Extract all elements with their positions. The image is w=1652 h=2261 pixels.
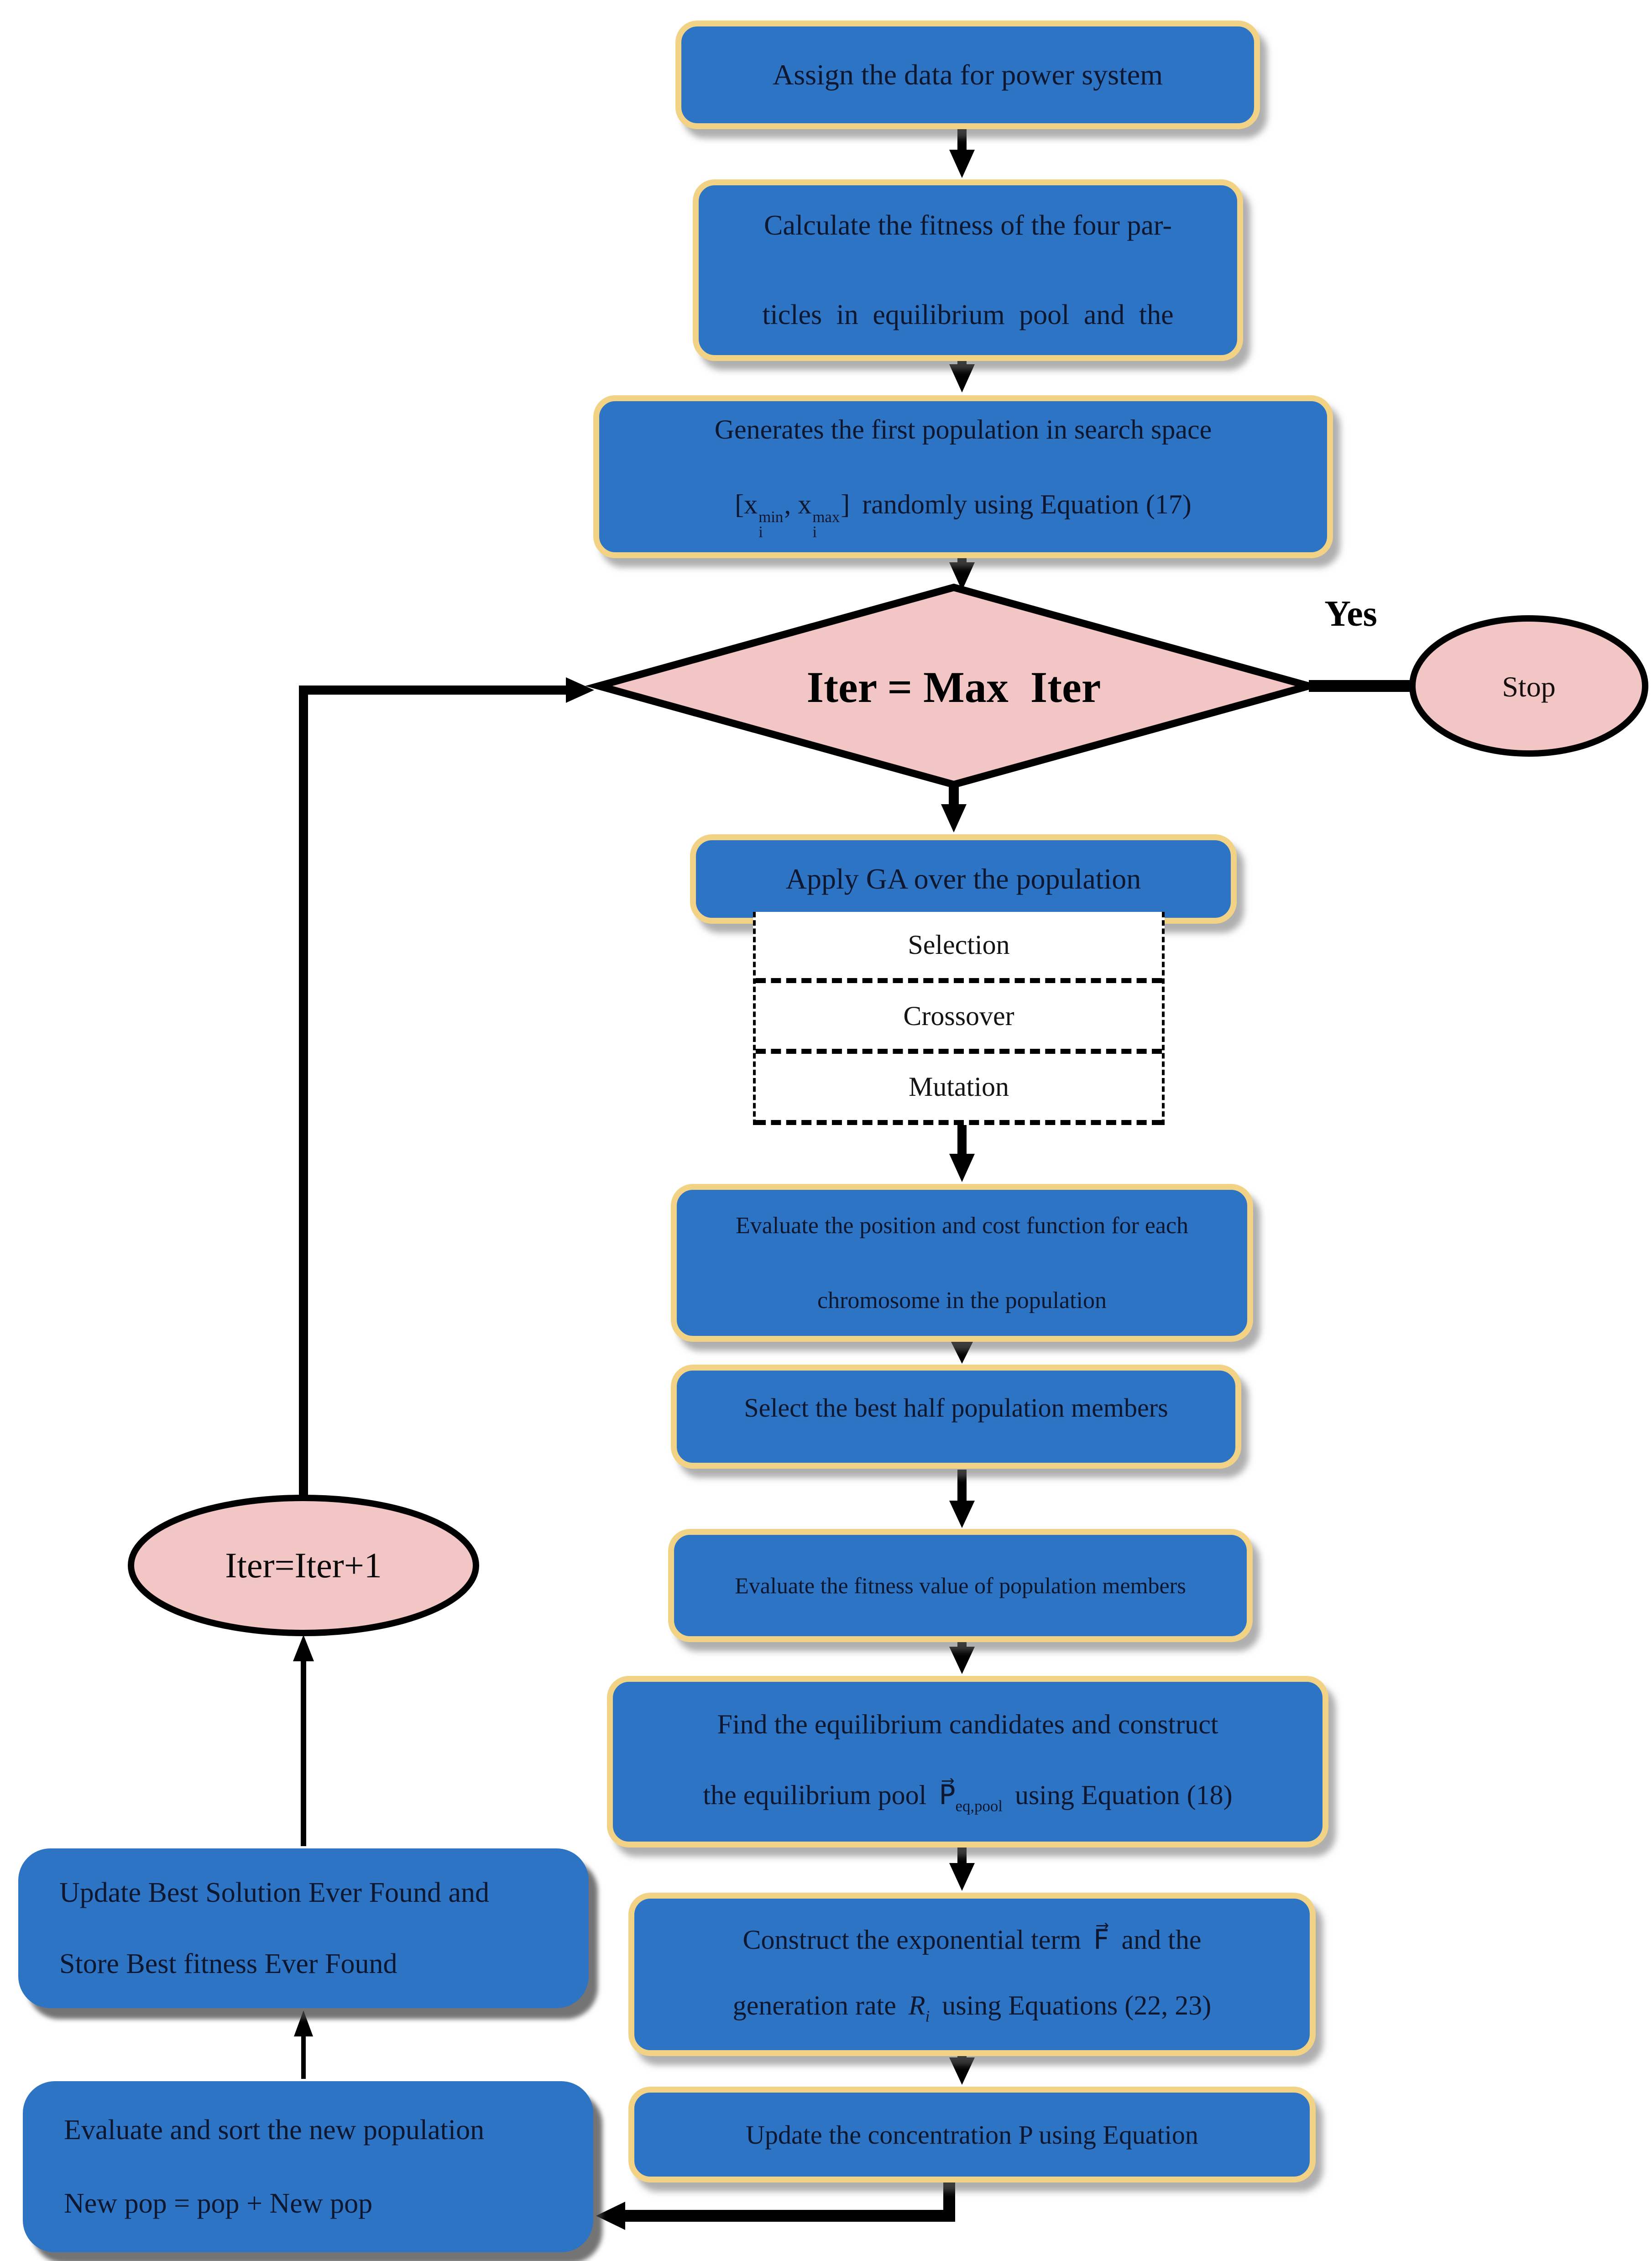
iter-increment-label: Iter=Iter+1 bbox=[225, 1545, 382, 1585]
p-eq-pool-symbol: P⃗eq,pool bbox=[939, 1780, 1003, 1815]
update-best-box: Update Best Solution Ever Found and Stor… bbox=[18, 1848, 589, 2008]
assign-data-label: Assign the data for power system bbox=[773, 58, 1163, 91]
evaluate-fitness-label: Evaluate the fitness value of population… bbox=[735, 1573, 1186, 1598]
ga-steps-dashed-box: Selection Crossover Mutation bbox=[753, 912, 1165, 1125]
yes-label: Yes bbox=[1324, 593, 1377, 634]
stop-label: Stop bbox=[1502, 670, 1556, 703]
decision-label: Iter = Max Iter bbox=[806, 662, 1101, 712]
calc-fitness-box: Calculate the fitness of the four par- t… bbox=[693, 179, 1243, 361]
update-concentration-box: Update the concentration P using Equatio… bbox=[628, 2087, 1316, 2182]
apply-ga-label: Apply GA over the population bbox=[785, 863, 1141, 895]
ga-step-crossover: Crossover bbox=[756, 983, 1162, 1054]
update-concentration-label: Update the concentration P using Equatio… bbox=[746, 2120, 1198, 2150]
f-vector-symbol: F⃗ bbox=[1093, 1925, 1109, 1955]
select-half-label: Select the best half population members bbox=[744, 1393, 1168, 1423]
ga-step-selection: Selection bbox=[756, 912, 1162, 983]
find-equilibrium-line1: Find the equilibrium candidates and cons… bbox=[717, 1709, 1218, 1740]
find-equilibrium-box: Find the equilibrium candidates and cons… bbox=[607, 1676, 1328, 1848]
new-population-line2: New pop = pop + New pop bbox=[64, 2188, 373, 2219]
r-i-symbol: Ri bbox=[908, 1990, 930, 2025]
apply-ga-box: Apply GA over the population bbox=[690, 834, 1237, 924]
evaluate-position-line2: chromosome in the population bbox=[817, 1287, 1107, 1314]
update-best-line1: Update Best Solution Ever Found and bbox=[59, 1877, 489, 1908]
evaluate-fitness-box: Evaluate the fitness value of population… bbox=[668, 1529, 1253, 1642]
calc-fitness-line1: Calculate the fitness of the four par- bbox=[764, 209, 1172, 241]
generate-line1: Generates the first population in search… bbox=[714, 414, 1212, 445]
evaluate-position-line1: Evaluate the position and cost function … bbox=[735, 1212, 1188, 1239]
evaluate-position-box: Evaluate the position and cost function … bbox=[671, 1184, 1253, 1342]
new-population-line1: Evaluate and sort the new population bbox=[64, 2114, 485, 2146]
generate-population-box: Generates the first population in search… bbox=[593, 395, 1333, 558]
ga-step-mutation: Mutation bbox=[756, 1054, 1162, 1125]
calc-fitness-line2: ticles in equilibrium pool and the bbox=[762, 299, 1174, 330]
new-population-box: Evaluate and sort the new population New… bbox=[23, 2081, 593, 2252]
select-half-box: Select the best half population members bbox=[671, 1365, 1241, 1469]
update-best-line2: Store Best fitness Ever Found bbox=[59, 1948, 397, 1979]
assign-data-box: Assign the data for power system bbox=[675, 21, 1260, 129]
